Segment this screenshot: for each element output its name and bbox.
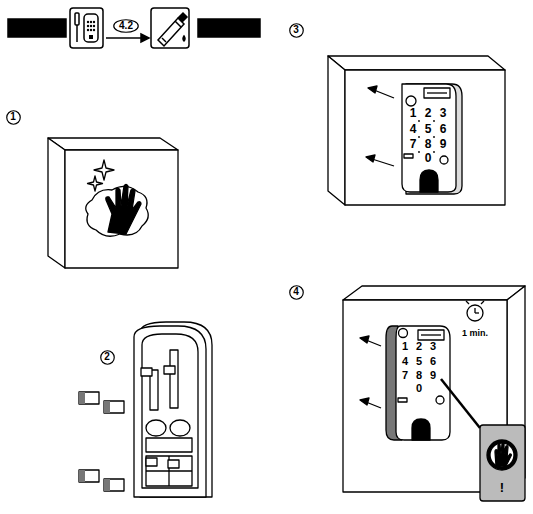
step-number: 2 xyxy=(100,350,115,365)
step1-wall xyxy=(48,138,178,268)
keypad-digit: 8 xyxy=(425,138,432,150)
keypad-digit: 4 xyxy=(402,355,408,366)
step-label: 4 xyxy=(293,287,299,297)
step-label: 3 xyxy=(293,25,299,35)
keypad-digit: 1 xyxy=(402,341,408,352)
keypad-digit: 7 xyxy=(410,138,417,150)
keypad-digit: 8 xyxy=(416,370,422,381)
keypad-digit: 2 xyxy=(416,341,422,352)
keypad-digit: 1 xyxy=(410,107,417,119)
step-number: 4 xyxy=(289,285,304,300)
keypad-digit: 6 xyxy=(440,123,447,135)
step2-backplate xyxy=(79,322,212,497)
keypad-digit: 3 xyxy=(430,341,436,352)
keypad-digit: 9 xyxy=(430,370,436,381)
step-label: 4.2 xyxy=(119,21,133,31)
step-outline-shape xyxy=(100,350,114,364)
keypad-digit: 0 xyxy=(425,152,432,164)
keypad-digit: 4 xyxy=(410,123,417,135)
keypad-digit: 2 xyxy=(425,107,432,119)
step-number: 1 xyxy=(6,110,21,125)
step-label: 1 xyxy=(10,112,16,122)
step-outline-shape xyxy=(114,20,139,33)
section-reference: 4.2 xyxy=(113,19,139,33)
keypad-digit: 3 xyxy=(440,107,447,119)
keypad-digit: 9 xyxy=(440,138,447,150)
step4-wall xyxy=(343,286,525,501)
step-label: 2 xyxy=(104,352,110,362)
keypad-digit: 7 xyxy=(402,370,408,381)
timer-label: 1 min. xyxy=(462,329,488,338)
warning-mark: ! xyxy=(500,481,504,494)
keypad-digit: 0 xyxy=(416,382,422,393)
keypad-digit: 5 xyxy=(416,355,422,366)
step-outline-shape xyxy=(289,285,303,299)
step-number: 3 xyxy=(289,23,304,38)
step-outline-shape xyxy=(6,110,20,124)
step3-wall xyxy=(328,56,505,205)
keypad-digit: 5 xyxy=(425,123,432,135)
step-outline-shape xyxy=(289,23,303,37)
keypad-digit: 6 xyxy=(430,355,436,366)
header xyxy=(8,8,260,48)
